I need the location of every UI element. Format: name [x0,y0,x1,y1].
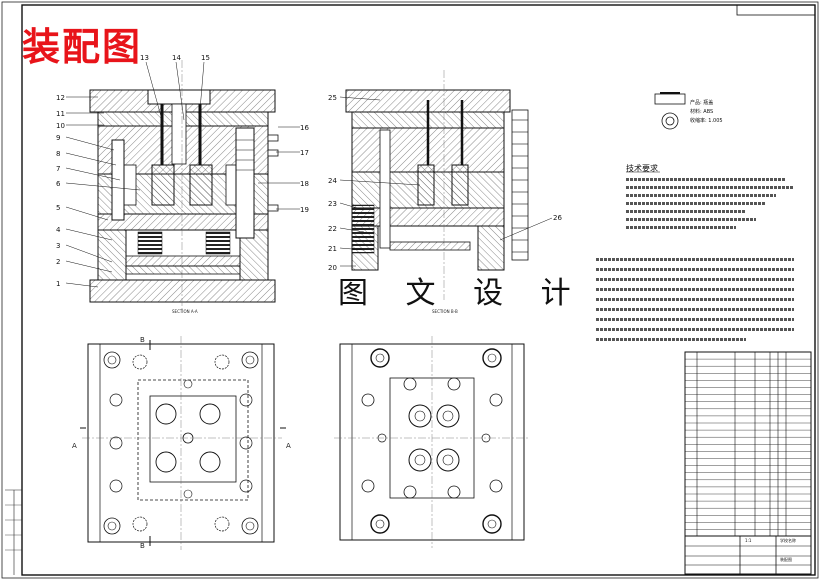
section-b-b-view [345,70,529,300]
section-mark-bottom: B [140,542,145,550]
callout-6: 6 [56,180,61,188]
callout-9: 9 [56,134,60,142]
section-mark-right: A [286,442,291,450]
plan-view-left [80,336,286,550]
callout-21: 21 [328,245,337,253]
callout-11: 11 [56,110,65,118]
product-shrinkage: 收缩率: 1.005 [690,118,723,124]
product-sketch [654,92,686,130]
product-name: 产品: 瓶盖 [690,100,714,106]
product-info: 产品: 瓶盖 材料: ABS 收缩率: 1.005 [690,99,723,126]
leader-lines-a [65,61,300,288]
callout-15: 15 [201,54,210,62]
callout-3: 3 [56,242,60,250]
callout-16: 16 [300,124,309,132]
section-mark-left: A [72,442,77,450]
title-block-scale: 1:1 [745,538,752,543]
plan-view-right [334,336,530,548]
callout-8: 8 [56,150,60,158]
title-block [684,535,812,575]
watermark: 图 文 设 计 [338,276,585,311]
page-title: 装配图 [22,24,143,69]
parts-list-rows [685,358,811,530]
callout-25: 25 [328,94,337,102]
technical-requirements-lines [626,176,796,234]
section-b-b-label: SECTION B-B [432,309,458,314]
callout-20: 20 [328,264,337,272]
callout-10: 10 [56,122,65,130]
technical-requirements-title: 技术要求 [626,164,658,173]
parts-list-table [684,351,812,537]
leader-lines-b [339,96,553,267]
callout-17: 17 [300,149,309,157]
callout-2: 2 [56,258,60,266]
callout-26: 26 [553,214,562,222]
product-material: 材料: ABS [690,109,714,115]
binding-strip [5,489,22,575]
inner-border [21,4,816,576]
callout-24: 24 [328,177,337,185]
section-a-a-view [89,60,279,310]
callout-14: 14 [172,54,181,62]
callout-23: 23 [328,200,337,208]
title-block-school: 学校名称 [780,538,796,543]
callout-4: 4 [56,226,61,234]
callout-12: 12 [56,94,65,102]
callout-19: 19 [300,206,309,214]
title-block-drawing: 装配图 [780,557,792,562]
callout-13: 13 [140,54,149,62]
corner-tag [736,4,816,16]
section-mark-top: B [140,336,145,344]
working-principle-paragraph [596,256,796,348]
callout-22: 22 [328,225,337,233]
callout-7: 7 [56,165,60,173]
callout-1: 1 [56,280,60,288]
section-a-a-label: SECTION A-A [172,309,198,314]
callout-18: 18 [300,180,309,188]
callout-5: 5 [56,204,60,212]
